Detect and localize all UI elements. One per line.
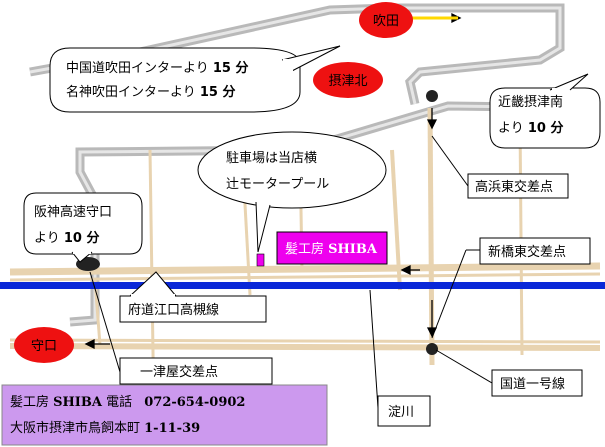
shop-location-marker [256,253,265,267]
chugoku-time: 15 分 [213,60,249,76]
svg-text:より 10 分: より 10 分 [498,120,564,136]
meishin-time: 15 分 [200,84,236,100]
kintetsu-time: 10 分 [528,120,564,136]
label-ichitsuya: 一津屋交差点 [89,271,273,385]
shop-name-jp: 髪工房 [285,241,328,257]
svg-text:髪工房 SHIBA 電話 072-654-0902: 髪工房 SHIBA 電話 072-654-0902 [10,394,245,410]
chugoku-text: 中国道吹田インターより [66,61,213,76]
place-settsu-kita: 摂津北 [328,73,367,89]
yodogawa-text: 淀川 [388,405,414,420]
svg-text:大阪市摂津市鳥飼本町 1-11-39: 大阪市摂津市鳥飼本町 1-11-39 [10,420,200,436]
shop-label-box: 髪工房 SHIBA [276,231,388,265]
yodogawa-river [0,282,605,289]
svg-text:髪工房 SHIBA: 髪工房 SHIBA [285,241,378,257]
label-fudou: 府道江口高槻線 [119,271,267,323]
parking-line1: 駐車場は当店横 [226,151,317,166]
kintetsu-line2: より [498,121,528,136]
marker-suita: 吹田 [359,2,413,38]
callout-hanshin: 阪神高速守口 より 10 分 [23,192,143,263]
label-shinbashi: 新橋東交差点 [431,237,591,339]
svg-text:より 10 分: より 10 分 [34,230,100,246]
hanshin-time: 10 分 [64,230,100,246]
kokudo-text: 国道一号線 [500,376,565,392]
fudou-text: 府道江口高槻線 [128,302,219,318]
info-tel-label: 電話 [102,394,136,410]
hanshin-line1: 阪神高速守口 [34,204,112,220]
marker-settsu-kita: 摂津北 [313,62,383,98]
callout-parking: 駐車場は当店横 辻モータープール [197,131,387,253]
shop-info-box: 髪工房 SHIBA 電話 072-654-0902 大阪市摂津市鳥飼本町 1-1… [1,384,328,446]
place-moriguchi: 守口 [31,339,57,354]
label-takahama: 高浜東交差点 [431,135,569,199]
place-suita: 吹田 [373,14,399,29]
takahama-text: 高浜東交差点 [475,179,553,195]
shinbashi-text: 新橋東交差点 [488,244,566,260]
marker-moriguchi: 守口 [14,327,74,363]
label-kokudo: 国道一号線 [435,349,583,397]
parking-line2: 辻モータープール [226,177,329,192]
svg-text:中国道吹田インターより 15 分: 中国道吹田インターより 15 分 [66,60,249,76]
info-shop-name: 髪工房 [10,394,53,410]
callout-kintetsu: 近畿摂津南 より 10 分 [489,73,601,149]
shop-name-en: SHIBA [328,242,378,257]
callout-interchange: 中国道吹田インターより 15 分 名神吹田インターより 15 分 [49,45,341,113]
info-address: 大阪市摂津市鳥飼本町 [10,420,144,436]
label-yodogawa: 淀川 [369,289,431,427]
ichitsuya-text: 一津屋交差点 [140,364,218,380]
info-tel-number: 072-654-0902 [144,395,245,410]
hanshin-line2: より [34,231,64,246]
svg-text:名神吹田インターより 15 分: 名神吹田インターより 15 分 [66,84,236,100]
info-shop-name-en: SHIBA [53,395,103,410]
meishin-text: 名神吹田インターより [66,84,200,100]
expressway [29,3,601,327]
kintetsu-line1: 近畿摂津南 [498,94,563,110]
info-address-number: 1-11-39 [144,421,200,436]
